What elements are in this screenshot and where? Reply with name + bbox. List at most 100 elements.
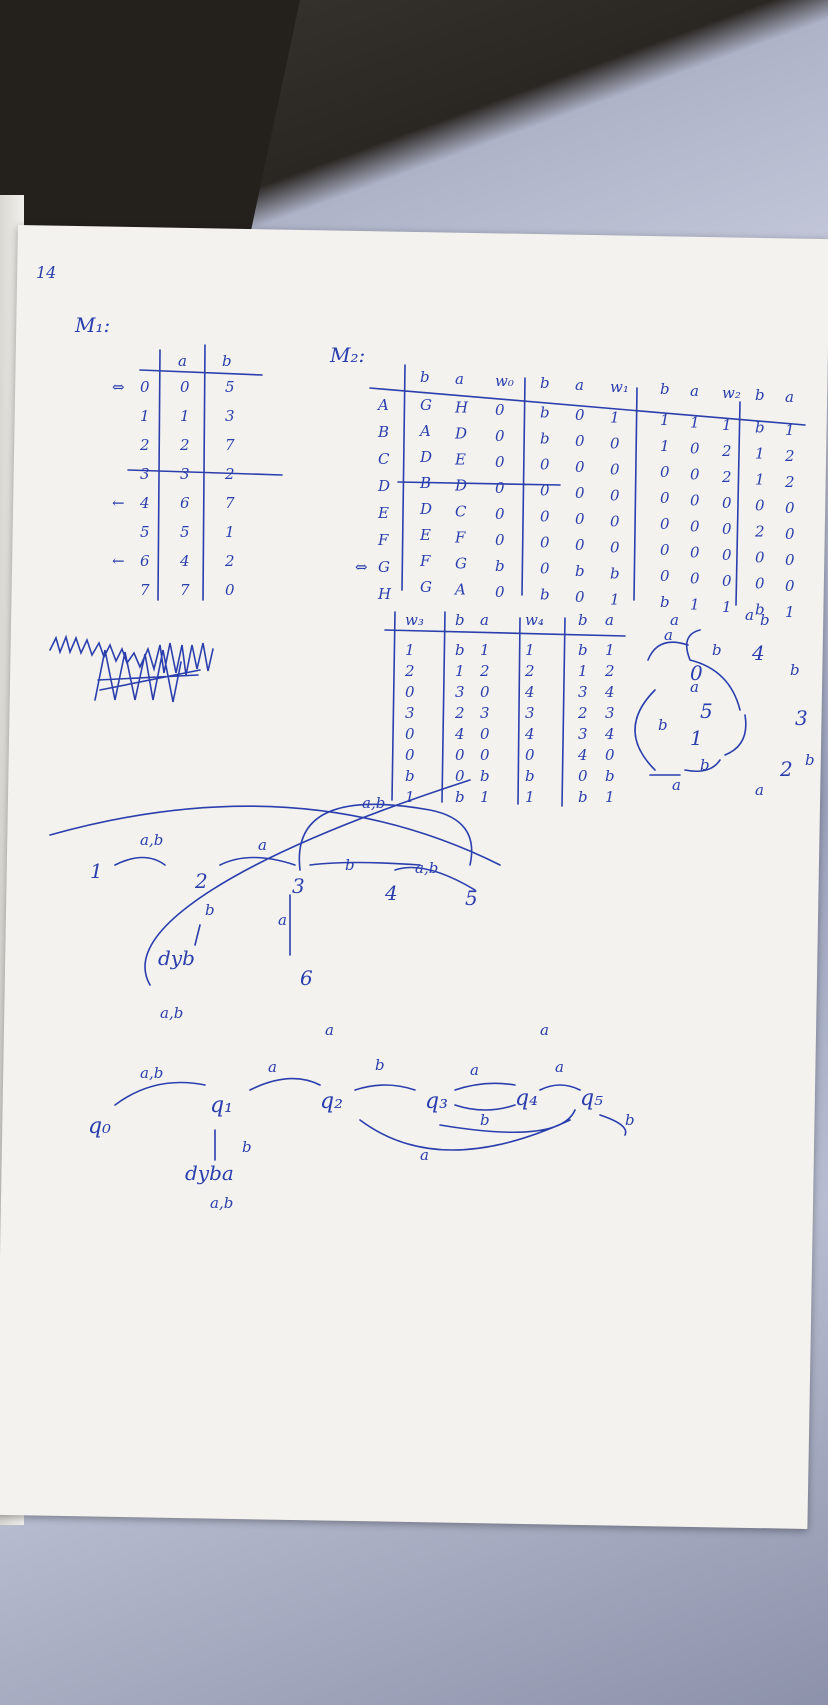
w-header: b — [578, 611, 588, 629]
m2-cell: 0 — [610, 487, 620, 505]
m2-cell: 2 — [784, 447, 795, 465]
m2-cell: 2 — [721, 468, 732, 486]
w-cell: 1 — [405, 788, 415, 806]
w-cell: 0 — [405, 683, 415, 701]
m1-header-a: a — [178, 352, 187, 370]
m2-cell: 0 — [690, 466, 700, 484]
m2-cell: b — [540, 404, 550, 422]
g1-edge-label: a — [258, 836, 267, 854]
m2-cell: 0 — [785, 577, 795, 595]
w-cell: 0 — [605, 746, 615, 764]
m2-cell: 0 — [755, 497, 765, 515]
g2-node-q3: q₃ — [425, 1089, 448, 1114]
m1-row-state: 3 — [140, 465, 150, 483]
m2-cell: 1 — [690, 414, 700, 432]
m2-cell: 0 — [660, 463, 670, 481]
cycle-edge-label: a — [670, 611, 679, 629]
m2-cell: 0 — [660, 489, 670, 507]
m2-cell: 0 — [690, 518, 700, 536]
w-header: w₄ — [525, 611, 544, 629]
m2-cell: b — [575, 562, 585, 580]
g2-edge-label: a,b — [140, 1064, 163, 1082]
m2-cell: 0 — [575, 432, 585, 450]
w-cell: 3 — [455, 683, 465, 701]
m2-cell: 0 — [495, 505, 505, 523]
g2-edge-label: a — [420, 1146, 429, 1164]
w-cell: 2 — [454, 704, 465, 722]
w-cell: 1 — [605, 788, 615, 806]
m2-cell: A — [453, 581, 466, 599]
m2-cell: 0 — [495, 479, 505, 497]
m2-cell: 0 — [690, 544, 700, 562]
cycle-edge-label: b — [805, 751, 815, 769]
m2-header: w₂ — [722, 384, 741, 402]
m2-cell: b — [540, 430, 550, 448]
w-cell: 1 — [525, 788, 535, 806]
m2-cell: 1 — [660, 437, 670, 455]
m2-cell: D — [419, 500, 432, 518]
m2-cell: D — [454, 477, 467, 495]
m1-cell-b: 7 — [225, 436, 235, 454]
m2-cell: 1 — [690, 596, 700, 614]
w-cell: 3 — [578, 683, 588, 701]
m1-row-state: 1 — [140, 407, 150, 425]
cycle-edge-label: b — [712, 641, 722, 659]
m2-cell: 0 — [540, 482, 550, 500]
m2-cell: 0 — [690, 440, 700, 458]
w-cell: 1 — [455, 662, 465, 680]
m2-label: M₂: — [329, 343, 365, 367]
g2-edge-label: a — [540, 1021, 549, 1039]
w-cell: 0 — [578, 767, 588, 785]
m2-cell: 1 — [610, 591, 620, 609]
m2-header: w₀ — [495, 372, 514, 390]
m1-cell-b: 0 — [225, 581, 235, 599]
cycle-node-1: 1 — [690, 726, 703, 750]
m2-cell: A — [418, 422, 431, 440]
m1-cell-a: 3 — [180, 465, 190, 483]
w-cell: 2 — [604, 662, 615, 680]
cycle-node-4: 4 — [751, 641, 765, 665]
m2-cell: 0 — [755, 575, 765, 593]
m2-cell: B — [419, 474, 431, 492]
cycle-node-2: 2 — [779, 757, 793, 781]
m2-row-state: F — [377, 531, 389, 549]
w-cell: b — [480, 767, 490, 785]
m2-cell: 0 — [575, 536, 585, 554]
m2-row-state: C — [378, 450, 390, 468]
w-cell: 2 — [577, 704, 588, 722]
m2-cell: b — [755, 419, 765, 437]
m2-cell: 2 — [784, 473, 795, 491]
m1-cell-b: 7 — [225, 494, 235, 512]
w-cell: b — [605, 767, 615, 785]
m2-row-state: D — [377, 477, 390, 495]
g1-edge-label: b — [205, 901, 215, 919]
m2-cell: C — [455, 503, 467, 521]
g2-edge-label: a — [555, 1058, 564, 1076]
g2-node-q5: q₅ — [580, 1086, 603, 1111]
m1-header-b: b — [222, 352, 232, 370]
w-cell: 0 — [455, 767, 465, 785]
m1-cell-a: 5 — [180, 523, 190, 541]
g2-edge-label: a — [470, 1061, 479, 1079]
g1-node-6: 6 — [300, 966, 313, 990]
g2-node-q0: q₀ — [88, 1114, 111, 1139]
m2-cell: 0 — [610, 435, 620, 453]
m2-cell: 0 — [575, 458, 585, 476]
m2-header: b — [755, 386, 765, 404]
m2-cell: b — [540, 586, 550, 604]
w-cell: 4 — [524, 683, 535, 701]
w-cell: 0 — [405, 746, 415, 764]
m2-cell: 0 — [495, 401, 505, 419]
w-cell: 0 — [480, 725, 490, 743]
m1-cell-a: 0 — [180, 378, 190, 396]
m1-cell-a: 6 — [180, 494, 190, 512]
m2-cell: 0 — [660, 541, 670, 559]
m2-row-state: H — [377, 585, 392, 603]
m2-cell: 0 — [755, 549, 765, 567]
w-cell: b — [578, 641, 588, 659]
w-cell: b — [405, 767, 415, 785]
g1-edge-label: a,b — [160, 1004, 183, 1022]
